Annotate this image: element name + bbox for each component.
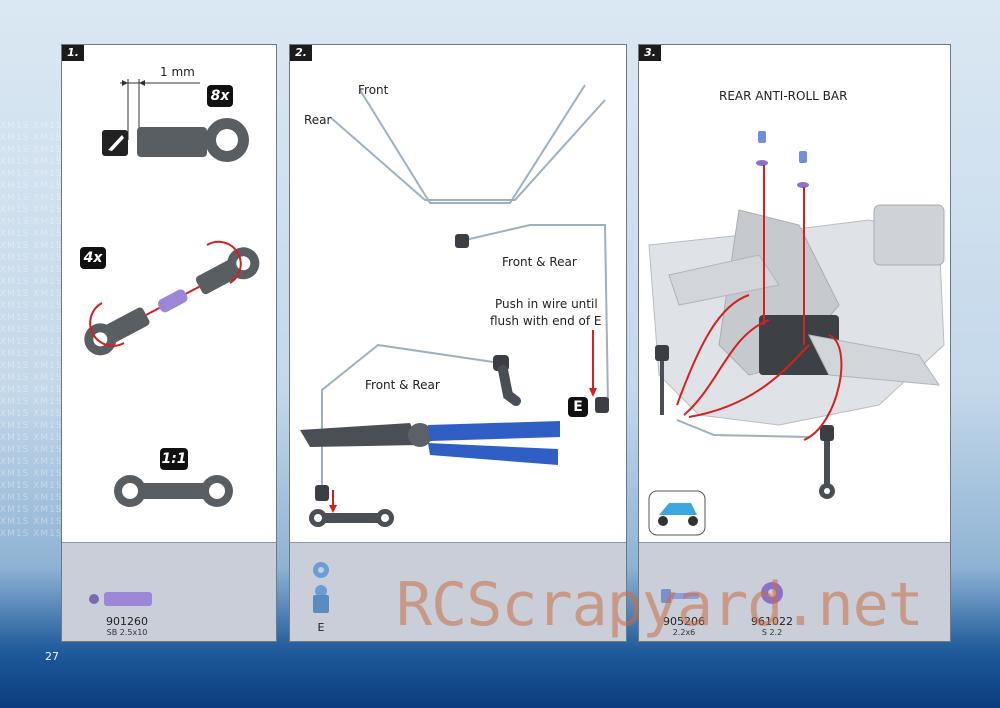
step-3-illustration [648, 131, 945, 536]
parts-icons [661, 582, 783, 604]
part-code: E [317, 621, 325, 634]
parts-footer: 905206 2.2x6 961022 S 2.2 [639, 542, 950, 641]
parts-footer: E [290, 542, 626, 641]
parts-footer: 901260 SB 2.5x10 [62, 542, 276, 641]
step-1-illustration [84, 79, 260, 507]
part-badge-e: E [568, 397, 588, 417]
step-3-panel: 3. REAR ANTI-ROLL BAR [638, 44, 951, 642]
part-code: 905206 [663, 615, 705, 628]
label-rear: Rear [304, 113, 332, 127]
ball-stud-icon [313, 562, 329, 613]
step-number: 2. [290, 45, 312, 61]
step-1-panel: 1. 1 mm [61, 44, 277, 642]
step-number: 3. [639, 45, 661, 61]
page-number: 27 [45, 650, 59, 663]
background-pattern: XM1S XM1S XM1S XM1S XM1S XM1S XM1S XM1S … [0, 121, 63, 539]
scale-badge: 1:1 [160, 448, 188, 470]
part-code: 961022 [751, 615, 793, 628]
part-desc: 2.2x6 [672, 628, 696, 637]
screw-icon [89, 592, 152, 606]
label-front: Front [358, 83, 389, 97]
step-title: REAR ANTI-ROLL BAR [719, 89, 848, 103]
step-2-illustration [300, 84, 609, 527]
screw-icon [661, 589, 671, 603]
part-desc: S 2.2 [761, 628, 783, 637]
step-number: 1. [62, 45, 84, 61]
part-desc: SB 2.5x10 [106, 628, 148, 637]
label-front-rear: Front & Rear [502, 255, 577, 269]
part-code: 901260 [106, 615, 148, 628]
watermark: RCScrapyard.net [396, 570, 924, 640]
dimension-label: 1 mm [160, 65, 195, 79]
label-front-rear: Front & Rear [365, 378, 440, 392]
step-2-panel: 2. Front Rear Front & Rear Push in wire … [289, 44, 627, 642]
instruction-line-1: Push in wire until [495, 297, 598, 311]
quantity-badge-8x: 8x [207, 85, 233, 107]
instruction-line-2: flush with end of E [490, 314, 602, 328]
quantity-badge-4x: 4x [80, 247, 106, 269]
